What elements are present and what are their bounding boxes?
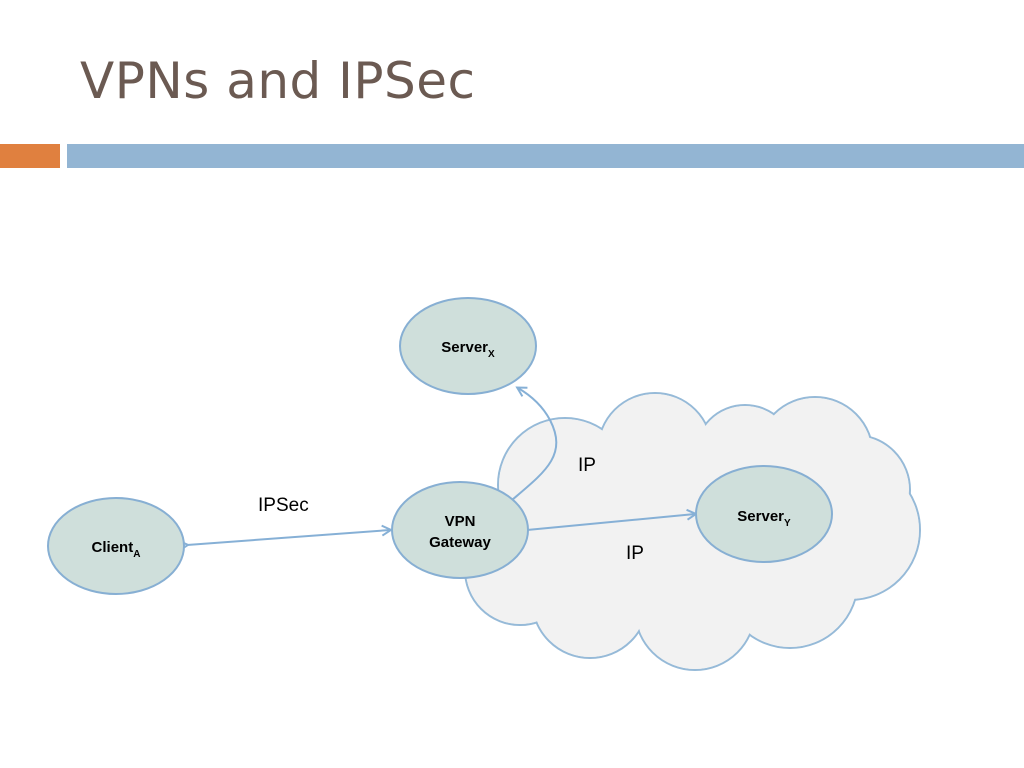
svg-text:ServerY: ServerY [737,508,791,529]
server-x-label: Server [441,339,488,356]
slide-title: VPNs and IPSec [80,52,476,110]
client-a-label: Client [92,539,134,556]
internet-cloud [464,392,921,671]
server-x-subscript: X [488,349,495,360]
server-x-node: ServerX [399,297,537,395]
server-y-node: ServerY [695,465,833,563]
ipsec-label: IPSec [258,495,309,516]
svg-text:ServerX: ServerX [441,339,495,360]
title-accent-bar [0,144,60,168]
client-a-subscript: A [133,549,140,560]
server-y-label: Server [737,508,784,525]
ip-label-bottom: IP [626,543,644,564]
server-y-subscript: Y [784,518,791,529]
ip-label-top: IP [578,455,596,476]
svg-text:ClientA: ClientA [92,539,141,560]
gateway-to-server-x-arrow [511,388,558,501]
vpn-gateway-label-line1: VPN [445,513,476,530]
vpn-gateway-node: VPN Gateway [391,481,529,579]
client-a-node: ClientA [47,497,185,595]
ipsec-tunnel-arrow [187,530,390,545]
gateway-to-server-y-arrow [527,514,695,530]
title-divider-bar [67,144,1024,168]
vpn-gateway-label-line2: Gateway [429,534,491,551]
